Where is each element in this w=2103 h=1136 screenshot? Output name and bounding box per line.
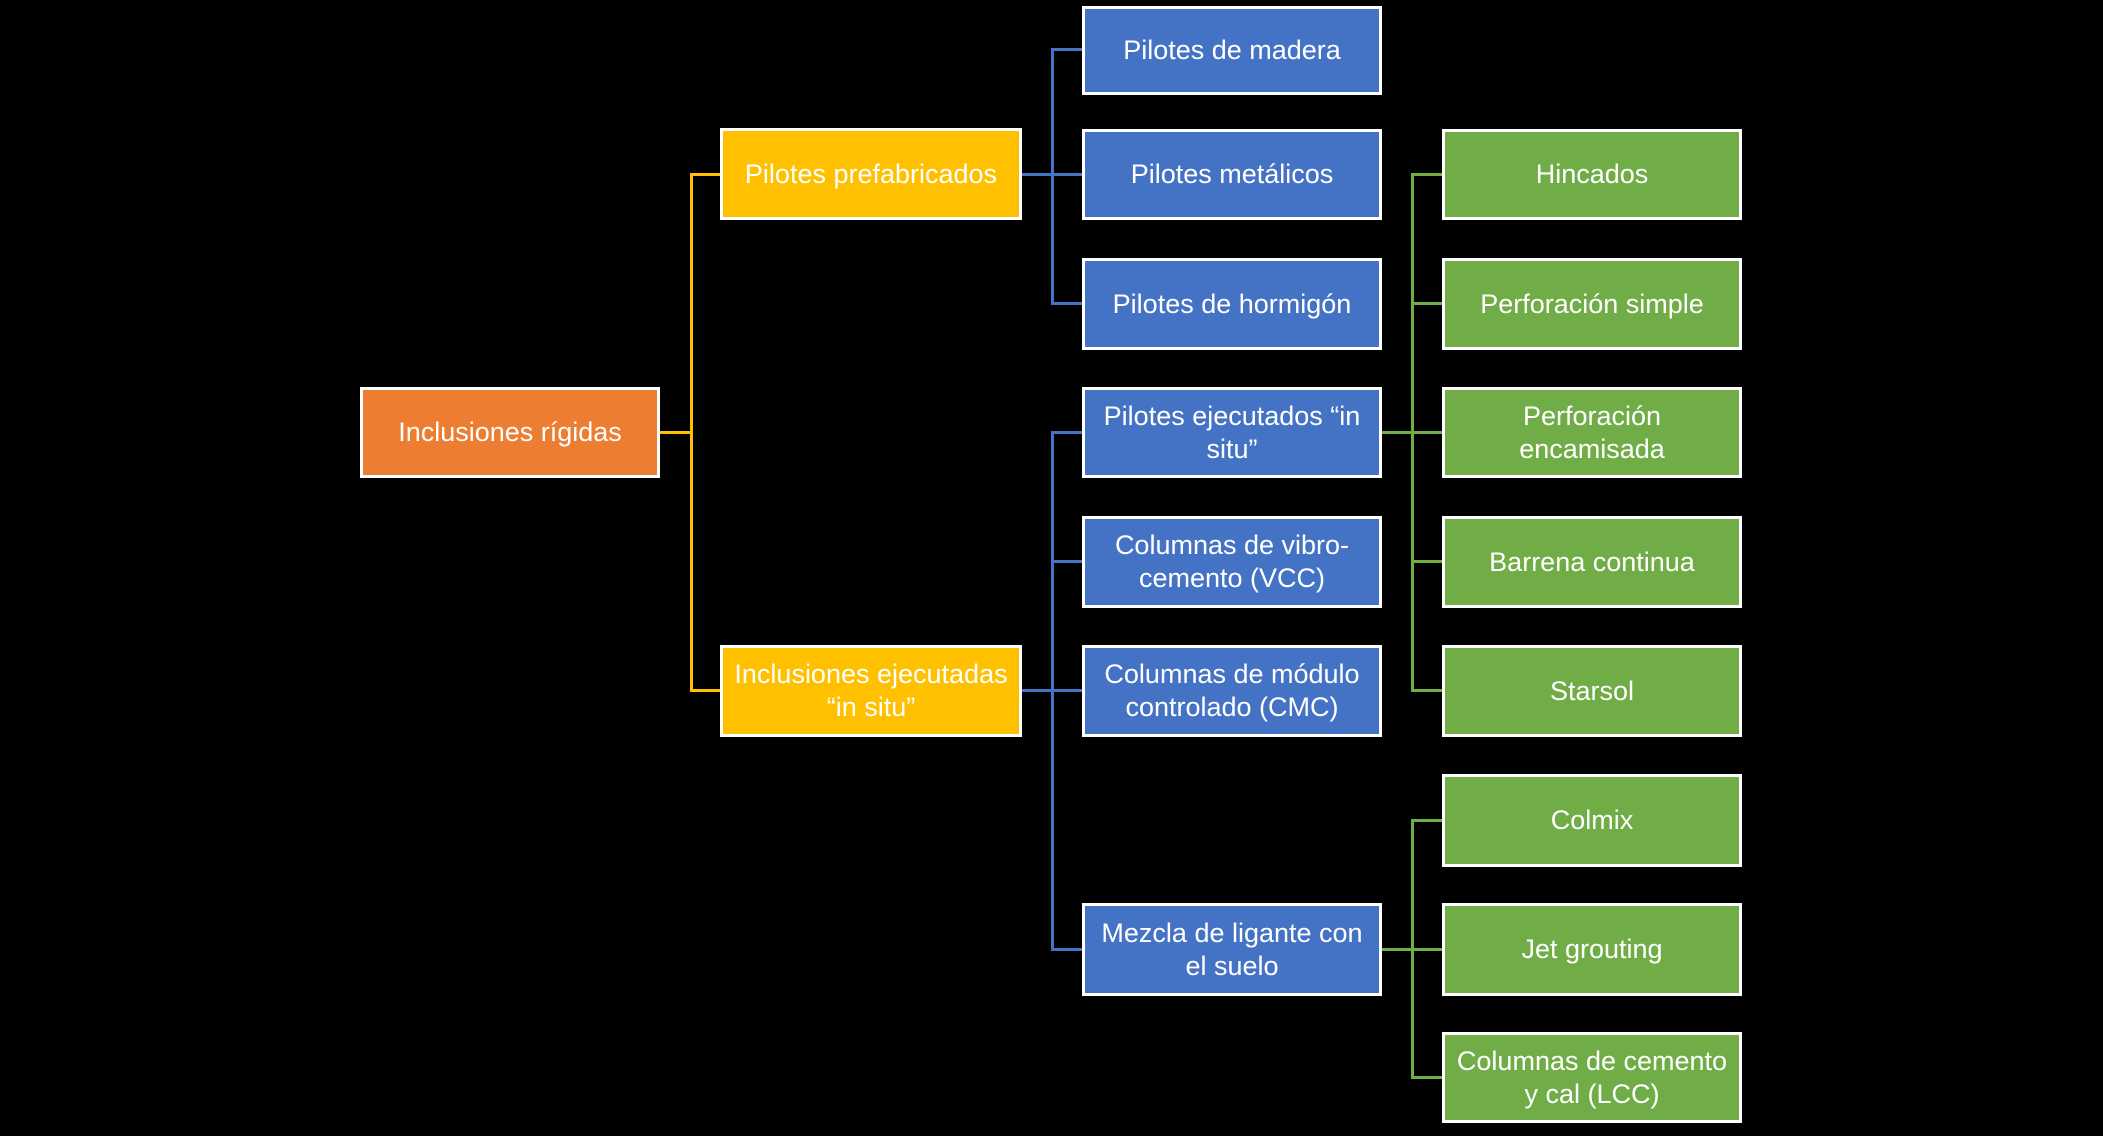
connector-stub-ejecutados xyxy=(1051,431,1082,434)
connector-ejecutados-h xyxy=(1382,431,1414,434)
connector-stub-jet-grouting xyxy=(1411,948,1442,951)
node-pilotes-de-madera: Pilotes de madera xyxy=(1082,6,1382,95)
connector-root-stub-insitu xyxy=(690,689,720,692)
node-barrena-continua: Barrena continua xyxy=(1442,516,1742,608)
connector-prefabricados-v xyxy=(1051,48,1054,305)
node-starsol: Starsol xyxy=(1442,645,1742,737)
connector-root-h xyxy=(660,431,692,434)
connector-stub-hincados xyxy=(1411,173,1442,176)
node-perforacion-simple: Perforación simple xyxy=(1442,258,1742,350)
node-columnas-cemento-y-cal-lcc: Columnas de cemento y cal (LCC) xyxy=(1442,1032,1742,1123)
node-perforacion-encamisada: Perforación encamisada xyxy=(1442,387,1742,478)
node-colmix: Colmix xyxy=(1442,774,1742,867)
connector-root-v xyxy=(690,173,693,692)
connector-stub-barrena xyxy=(1411,560,1442,563)
node-hincados: Hincados xyxy=(1442,129,1742,220)
connector-stub-starsol xyxy=(1411,689,1442,692)
node-pilotes-ejecutados-in-situ: Pilotes ejecutados “in situ” xyxy=(1082,387,1382,478)
node-jet-grouting: Jet grouting xyxy=(1442,903,1742,996)
connector-stub-hormigon xyxy=(1051,302,1082,305)
connector-stub-madera xyxy=(1051,48,1082,51)
connector-stub-perforacion-encamisada xyxy=(1411,431,1442,434)
connector-stub-colmix xyxy=(1411,819,1442,822)
connector-stub-lcc xyxy=(1411,1076,1442,1079)
node-columnas-modulo-controlado-cmc: Columnas de módulo controlado (CMC) xyxy=(1082,645,1382,737)
node-inclusiones-rigidas: Inclusiones rígidas xyxy=(360,387,660,478)
connector-insitu-h xyxy=(1022,689,1054,692)
connector-prefabricados-h xyxy=(1022,173,1054,176)
connector-stub-mezcla xyxy=(1051,948,1082,951)
connector-stub-cmc xyxy=(1051,689,1082,692)
node-inclusiones-ejecutadas-in-situ: Inclusiones ejecutadas “in situ” xyxy=(720,645,1022,737)
node-pilotes-de-hormigon: Pilotes de hormigón xyxy=(1082,258,1382,350)
connector-stub-perforacion-simple xyxy=(1411,302,1442,305)
node-columnas-vibro-cemento-vcc: Columnas de vibro-cemento (VCC) xyxy=(1082,516,1382,608)
connector-stub-vcc xyxy=(1051,560,1082,563)
node-pilotes-prefabricados: Pilotes prefabricados xyxy=(720,128,1022,220)
node-pilotes-metalicos: Pilotes metálicos xyxy=(1082,129,1382,220)
connector-stub-metalicos xyxy=(1051,173,1082,176)
node-mezcla-de-ligante-con-el-suelo: Mezcla de ligante con el suelo xyxy=(1082,903,1382,996)
connector-root-stub-prefabricados xyxy=(690,173,720,176)
connector-mezcla-h xyxy=(1382,948,1414,951)
